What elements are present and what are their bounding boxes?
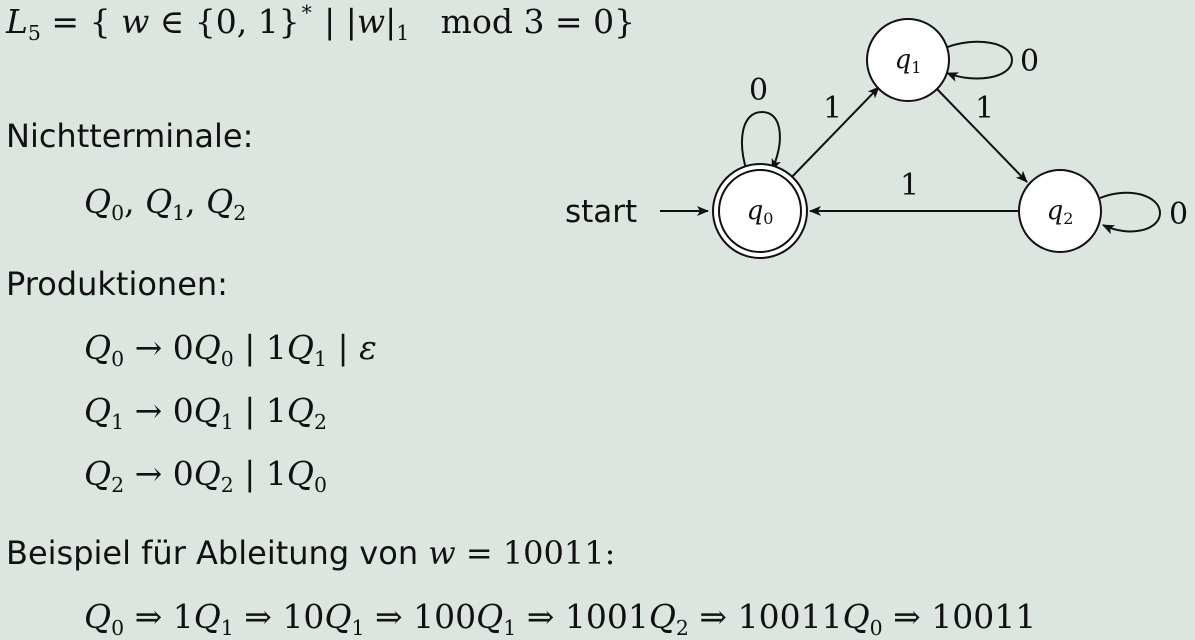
- state-q2: q2: [1018, 169, 1102, 253]
- edge-label-q1-q2: 1: [975, 91, 994, 126]
- derivation-step: Q0: [84, 597, 125, 640]
- edge-label-q2-q2: 0: [1169, 197, 1188, 232]
- production-rule: Q2 → 0Q2 | 1Q0: [84, 454, 327, 498]
- derivation: Q0 ⇒ 1Q1 ⇒ 10Q1 ⇒ 100Q1 ⇒ 1001Q2 ⇒ 10011…: [84, 597, 1037, 640]
- derivation-step: 1Q1: [172, 597, 234, 640]
- nonterminals-heading: Nichtterminale:: [6, 117, 254, 155]
- language-definition: L5 = { w ∈ {0, 1}∗ | |w|1 mod 3 = 0}: [6, 0, 636, 46]
- derivation-step: 1001Q2: [564, 597, 689, 640]
- edge-q1-q1: [944, 40, 1014, 82]
- svg-text:q0: q0: [747, 196, 774, 228]
- derivation-step: 10011: [931, 597, 1037, 636]
- edge-q0-q0: [741, 110, 781, 173]
- production-rule: Q1 → 0Q1 | 1Q2: [84, 391, 327, 435]
- state-q1: q1: [866, 18, 950, 102]
- derivation-step: 100Q1: [413, 597, 517, 640]
- edge-label-q1-q1: 0: [1020, 44, 1039, 79]
- edge-label-q0-q0: 0: [749, 73, 768, 108]
- edge-label-q2-q0: 1: [900, 168, 919, 203]
- production-rule: Q0 → 0Q0 | 1Q1 | ε: [84, 328, 377, 372]
- edge-q1-q2: [936, 88, 1028, 183]
- svg-text:q1: q1: [895, 45, 922, 77]
- language-name: L: [6, 2, 28, 41]
- start-label: start: [565, 194, 637, 230]
- state-q0: q0: [712, 163, 808, 259]
- edge-q0-q1: [786, 86, 880, 183]
- svg-text:q2: q2: [1047, 196, 1074, 228]
- productions-heading: Produktionen:: [6, 265, 228, 303]
- derivation-step: 10Q1: [282, 597, 365, 640]
- derivation-step: 10011Q0: [737, 597, 883, 640]
- example-heading: Beispiel für Ableitung von w = 10011:: [6, 534, 616, 572]
- edge-q2-q2: [1099, 191, 1162, 235]
- edge-label-q0-q1: 1: [823, 91, 842, 126]
- nonterminals-list: Q0, Q1, Q2: [84, 182, 247, 226]
